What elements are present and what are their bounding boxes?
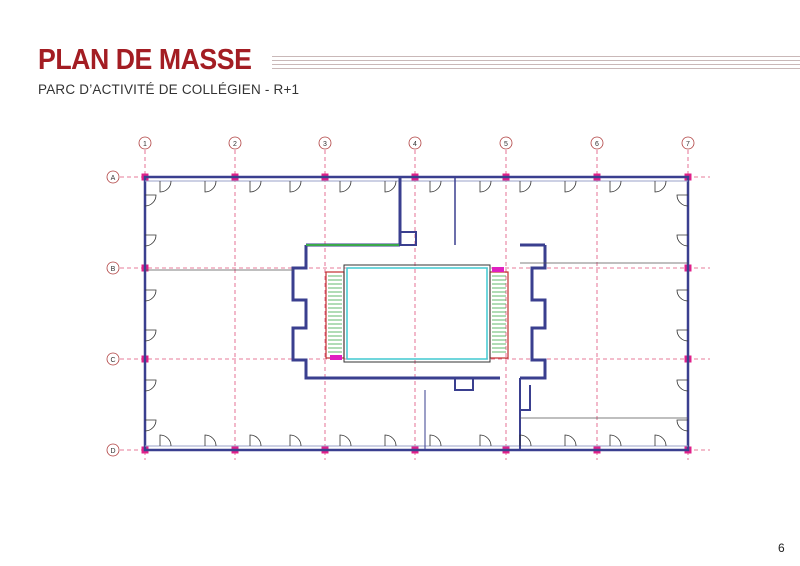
- door: [289, 180, 302, 193]
- grid-column-label: 4: [413, 141, 417, 148]
- walls: [143, 175, 690, 452]
- grid-column-marker: [590, 136, 604, 150]
- title-rule-lines: [272, 56, 800, 70]
- grid-column-marker: [138, 136, 152, 150]
- grid-row-label: D: [110, 448, 115, 455]
- door: [144, 289, 157, 302]
- door: [519, 180, 532, 193]
- grid-column-label: 6: [595, 141, 599, 148]
- door: [654, 434, 667, 447]
- grid-row-marker: [106, 443, 120, 457]
- door: [339, 434, 352, 447]
- structural-grid: 1 2 3 4 5 6 7A B C D: [106, 136, 710, 460]
- door: [429, 434, 442, 447]
- door: [676, 419, 689, 432]
- grid-column-marker: [408, 136, 422, 150]
- grid-column-marker: [318, 136, 332, 150]
- grid-column-label: 1: [143, 141, 147, 148]
- grid-row-marker: [106, 170, 120, 184]
- door: [144, 329, 157, 342]
- doors: [144, 180, 689, 447]
- door: [159, 180, 172, 193]
- grid-column-label: 5: [504, 141, 508, 148]
- grid-row-marker: [106, 352, 120, 366]
- door: [479, 180, 492, 193]
- door: [159, 434, 172, 447]
- page-number: 6: [778, 541, 785, 555]
- door: [676, 194, 689, 207]
- grid-column-marker: [499, 136, 513, 150]
- grid-column-marker: [681, 136, 695, 150]
- door: [519, 434, 532, 447]
- door: [479, 434, 492, 447]
- door: [144, 234, 157, 247]
- page-title: PLAN DE MASSE: [38, 44, 252, 76]
- grid-column-label: 3: [323, 141, 327, 148]
- door: [564, 180, 577, 193]
- grid-row-label: C: [110, 357, 115, 364]
- grid-column-marker: [228, 136, 242, 150]
- door: [339, 180, 352, 193]
- door: [429, 180, 442, 193]
- door: [144, 194, 157, 207]
- grid-column-label: 2: [233, 141, 237, 148]
- door: [564, 434, 577, 447]
- door: [676, 234, 689, 247]
- grid-column-label: 7: [686, 141, 690, 148]
- door: [204, 180, 217, 193]
- door: [249, 180, 262, 193]
- door: [144, 419, 157, 432]
- door: [676, 379, 689, 392]
- door: [289, 434, 302, 447]
- door: [204, 434, 217, 447]
- door: [384, 434, 397, 447]
- door: [676, 329, 689, 342]
- grid-row-label: B: [111, 266, 116, 273]
- door: [384, 180, 397, 193]
- page-subtitle: PARC D’ACTIVITÉ DE COLLÉGIEN - R+1: [38, 82, 300, 97]
- door: [249, 434, 262, 447]
- door: [654, 180, 667, 193]
- door: [609, 434, 622, 447]
- door: [676, 289, 689, 302]
- grid-row-label: A: [111, 175, 116, 182]
- door: [144, 379, 157, 392]
- grid-row-marker: [106, 261, 120, 275]
- door: [609, 180, 622, 193]
